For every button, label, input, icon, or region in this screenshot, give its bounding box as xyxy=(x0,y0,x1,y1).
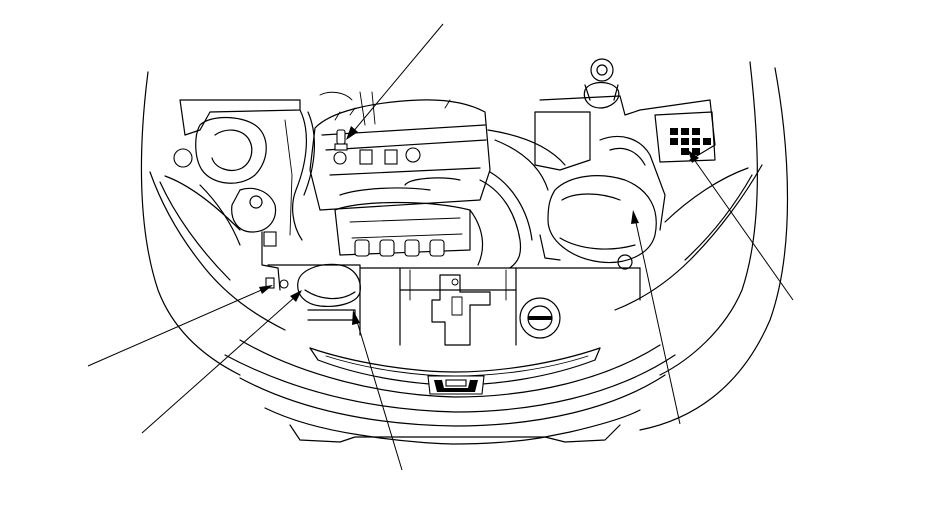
right-engine-bay-components xyxy=(534,58,716,270)
engine-hoses xyxy=(292,91,566,269)
radiator-support xyxy=(267,264,641,346)
engine-block xyxy=(309,99,491,211)
left-headlight-fender xyxy=(149,171,286,331)
callout-right-upper xyxy=(688,150,794,301)
callout-left-upper xyxy=(87,285,273,367)
left-small-component xyxy=(265,277,289,289)
honda-emblem xyxy=(427,375,485,395)
reservoir-cap xyxy=(519,297,561,339)
callout-bottom-center xyxy=(352,310,403,471)
callout-top-center xyxy=(346,23,444,140)
hood-outline xyxy=(140,61,789,431)
air-intake xyxy=(297,263,361,321)
hood-latch xyxy=(431,274,491,346)
intake-manifold xyxy=(334,201,471,257)
callout-left-lower xyxy=(141,290,302,434)
left-engine-bay-components xyxy=(173,99,301,291)
front-bumper xyxy=(224,339,676,445)
engine-top-sensor xyxy=(334,129,348,151)
callout-right-lower xyxy=(631,210,681,425)
right-headlight-fender xyxy=(614,164,763,311)
